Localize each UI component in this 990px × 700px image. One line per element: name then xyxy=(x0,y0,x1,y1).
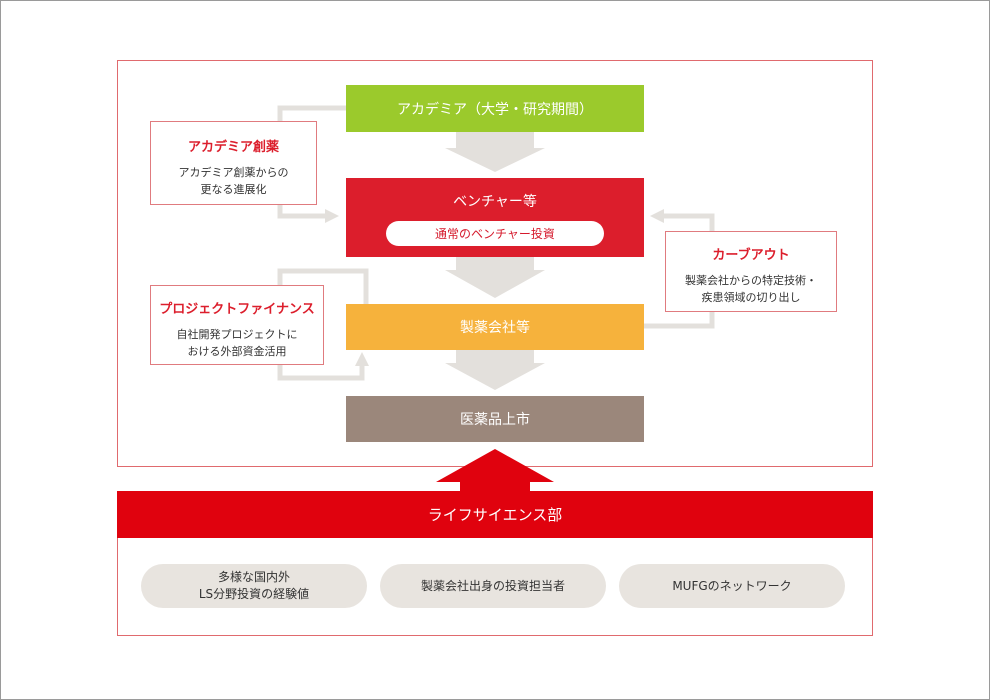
carve-out-box: カーブアウト 製薬会社からの特定技術・ 疾患領域の切り出し xyxy=(665,231,837,312)
project-finance-box: プロジェクトファイナンス 自社開発プロジェクトに おける外部資金活用 xyxy=(150,285,324,365)
strength-pill-investors: 製薬会社出身の投資担当者 xyxy=(380,564,606,608)
down-arrow-pharma-to-launch xyxy=(445,350,545,390)
stage-academia: アカデミア（大学・研究期間） xyxy=(346,85,644,132)
carve-out-desc-line: 製薬会社からの特定技術・ xyxy=(685,274,817,287)
down-arrow-academia-to-venture xyxy=(445,132,545,172)
down-arrow-venture-to-pharma xyxy=(445,257,545,298)
project-finance-title: プロジェクトファイナンス xyxy=(159,302,315,317)
strength-line: 製薬会社出身の投資担当者 xyxy=(420,578,565,593)
life-science-up-arrow xyxy=(436,449,554,491)
life-science-strengths-box xyxy=(117,538,873,636)
strength-line: LS分野投資の経験値 xyxy=(198,587,310,601)
project-finance-desc-line: 自社開発プロジェクトに xyxy=(176,328,298,341)
stage-pharma-label: 製薬会社等 xyxy=(460,320,530,336)
stage-academia-label: アカデミア（大学・研究期間） xyxy=(397,101,593,118)
stage-venture: ベンチャー等 通常のベンチャー投資 xyxy=(346,178,644,257)
strength-pill-network: MUFGのネットワーク xyxy=(619,564,845,608)
carve-out-title: カーブアウト xyxy=(712,248,790,263)
carve-out-desc-line: 疾患領域の切り出し xyxy=(701,291,801,304)
project-finance-desc: 自社開発プロジェクトに おける外部資金活用 xyxy=(151,326,323,360)
project-finance-desc-line: おける外部資金活用 xyxy=(187,345,287,358)
life-science-dept-title: ライフサイエンス部 xyxy=(427,506,563,524)
normal-venture-investment-label: 通常のベンチャー投資 xyxy=(435,227,555,241)
stage-venture-label: ベンチャー等 xyxy=(453,194,537,210)
carve-out-desc: 製薬会社からの特定技術・ 疾患領域の切り出し xyxy=(666,272,836,306)
strength-line: 多様な国内外 xyxy=(217,570,290,584)
academia-drug-title: アカデミア創薬 xyxy=(187,140,279,155)
stage-launch-label: 医薬品上市 xyxy=(460,412,530,428)
strength-line: MUFGのネットワーク xyxy=(672,578,792,593)
academia-drug-box: アカデミア創薬 アカデミア創薬からの 更なる進展化 xyxy=(150,121,317,205)
normal-venture-investment-pill: 通常のベンチャー投資 xyxy=(386,221,604,246)
loop-arrowhead-project xyxy=(355,352,369,366)
life-science-dept-band: ライフサイエンス部 xyxy=(117,491,873,538)
strength-pill-experience: 多様な国内外 LS分野投資の経験値 xyxy=(141,564,367,608)
loop-arrowhead-carveout xyxy=(650,209,664,223)
stage-pharma: 製薬会社等 xyxy=(346,304,644,350)
academia-drug-desc-line: 更なる進展化 xyxy=(200,183,267,196)
academia-drug-desc-line: アカデミア創薬からの xyxy=(178,166,289,179)
academia-drug-desc: アカデミア創薬からの 更なる進展化 xyxy=(151,164,316,198)
stage-launch: 医薬品上市 xyxy=(346,396,644,442)
loop-arrowhead-academia xyxy=(325,209,339,223)
